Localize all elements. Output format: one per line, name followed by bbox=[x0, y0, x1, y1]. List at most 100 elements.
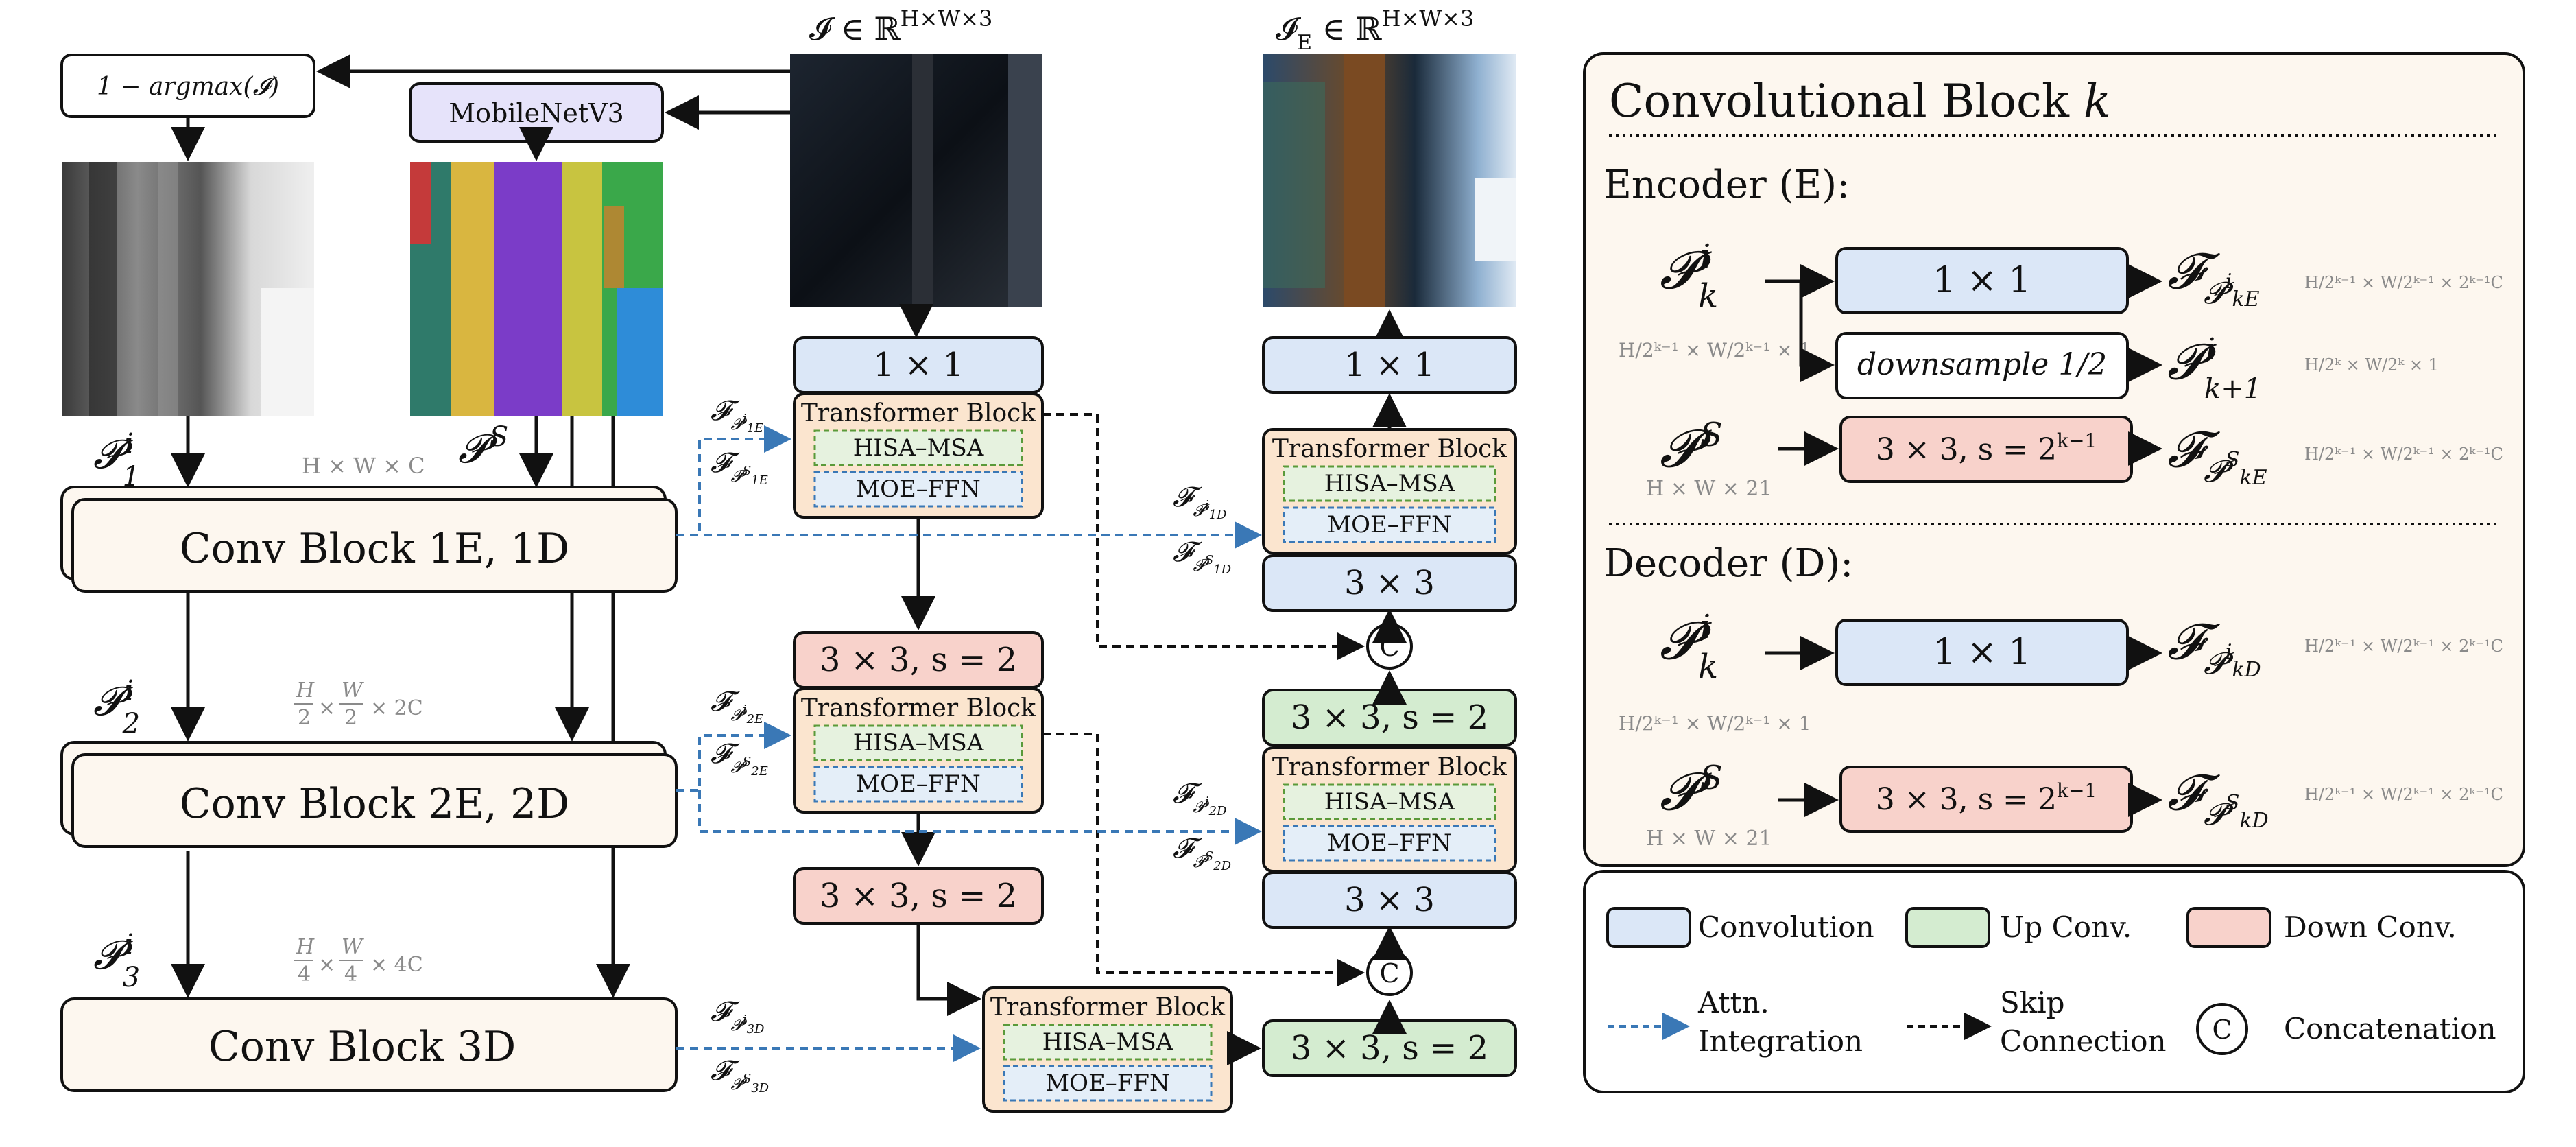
svg-text:𝓕𝓟S1D: 𝓕𝓟S1D bbox=[1173, 536, 1232, 577]
svg-text:𝓘 ∈ ℝH×W×3: 𝓘 ∈ ℝH×W×3 bbox=[809, 5, 992, 47]
enc-p-s-dims: H × W × 21 bbox=[1646, 477, 1772, 501]
svg-text:HISA–MSA: HISA–MSA bbox=[1042, 1028, 1173, 1056]
svg-text:2: 2 bbox=[298, 706, 311, 730]
encoder-down-conv-1-label: 3 × 3, s = 2 bbox=[820, 641, 1017, 679]
enc-conv-1x1-label: 1 × 1 bbox=[1933, 260, 2031, 301]
svg-text:MOE–FFN: MOE–FFN bbox=[1045, 1069, 1169, 1097]
decoder-conv-3x3-2-label: 3 × 3 bbox=[1344, 881, 1435, 919]
svg-text:𝓕𝓟i3D: 𝓕𝓟i3D bbox=[711, 996, 765, 1037]
enc-downsample bbox=[1835, 332, 2129, 399]
enc-p-k-dims: H/2ᵏ⁻¹ × W/2ᵏ⁻¹ × 1 bbox=[1619, 339, 1811, 362]
svg-text:Conv Block 2E, 2D: Conv Block 2E, 2D bbox=[180, 780, 569, 828]
svg-text:Conv Block 1E, 1D: Conv Block 1E, 1D bbox=[180, 525, 569, 573]
input-image bbox=[790, 54, 1042, 307]
mobilenet-label: MobileNetV3 bbox=[449, 98, 624, 128]
svg-text:Up Conv.: Up Conv. bbox=[2000, 910, 2132, 944]
svg-text:MOE–FFN: MOE–FFN bbox=[856, 475, 980, 503]
svg-text:C: C bbox=[2212, 1015, 2232, 1045]
encoder-transformer-2: Transformer Block HISA–MSA MOE–FFN bbox=[793, 687, 1044, 814]
svg-text:4: 4 bbox=[298, 962, 311, 986]
encoder-heading: Encoder (E): bbox=[1603, 163, 1850, 207]
svg-text:×: × bbox=[318, 953, 335, 977]
encoder-conv-1x1-label: 1 × 1 bbox=[873, 346, 964, 384]
svg-text:Concatenation: Concatenation bbox=[2284, 1012, 2496, 1045]
dec-p-k-dims: H/2ᵏ⁻¹ × W/2ᵏ⁻¹ × 1 bbox=[1619, 712, 1811, 735]
svg-text:𝓘E ∈ ℝH×W×3: 𝓘E ∈ ℝH×W×3 bbox=[1276, 5, 1474, 55]
enc-f-out-dims: H/2ᵏ⁻¹ × W/2ᵏ⁻¹ × 2ᵏ⁻¹C bbox=[2304, 273, 2503, 292]
svg-text:𝓟i2: 𝓟i2 bbox=[93, 675, 140, 740]
svg-text:4: 4 bbox=[344, 962, 357, 986]
dims-level-2: H 2 × W 2 × 2C bbox=[294, 678, 423, 730]
svg-text:𝓕𝓟i2E: 𝓕𝓟i2E bbox=[711, 686, 763, 726]
svg-text:W: W bbox=[342, 678, 364, 702]
svg-text:MOE–FFN: MOE–FFN bbox=[1327, 511, 1451, 539]
decoder-conv-1x1-label: 1 × 1 bbox=[1344, 346, 1435, 384]
decoder-transformer-1: Transformer Block HISA–MSA MOE–FFN bbox=[1262, 428, 1517, 554]
svg-text:2: 2 bbox=[344, 706, 357, 730]
svg-text:Conv Block 3D: Conv Block 3D bbox=[208, 1023, 516, 1071]
svg-text:𝓟i1: 𝓟i1 bbox=[93, 428, 140, 493]
svg-text:𝓕𝓟S2E: 𝓕𝓟S2E bbox=[711, 738, 768, 779]
segmentation-prior-image bbox=[410, 162, 663, 416]
svg-text:Transformer Block: Transformer Block bbox=[801, 399, 1036, 427]
dec-conv-stride-label: 3 × 3, s = 2k−1 bbox=[1876, 779, 2097, 817]
encoder-down-conv-2-label: 3 × 3, s = 2 bbox=[820, 877, 1017, 915]
dec-conv-1x1-label: 1 × 1 bbox=[1933, 632, 2031, 673]
decoder-conv-3x3-1-label: 3 × 3 bbox=[1344, 564, 1435, 602]
legend-attn-integration: Attn. Integration bbox=[1608, 986, 1863, 1058]
svg-text:Transformer Block: Transformer Block bbox=[990, 993, 1226, 1021]
legend-skip-connection: Skip Connection bbox=[1907, 986, 2167, 1058]
svg-text:C: C bbox=[1379, 632, 1399, 662]
dec-f-out-dims: H/2ᵏ⁻¹ × W/2ᵏ⁻¹ × 2ᵏ⁻¹C bbox=[2304, 637, 2503, 656]
svg-text:Integration: Integration bbox=[1698, 1024, 1863, 1058]
concat-2: C bbox=[1366, 949, 1413, 996]
svg-text:Transformer Block: Transformer Block bbox=[801, 694, 1036, 722]
svg-text:𝓟i3: 𝓟i3 bbox=[93, 929, 140, 993]
svg-text:Attn.: Attn. bbox=[1697, 986, 1769, 1019]
legend-convolution: Convolution bbox=[1606, 907, 1874, 948]
svg-text:Transformer Block: Transformer Block bbox=[1272, 753, 1507, 781]
svg-text:×: × bbox=[318, 696, 335, 720]
illumination-prior-image bbox=[62, 162, 314, 416]
encoder-transformer-1: Transformer Block HISA–MSA MOE–FFN bbox=[793, 392, 1044, 519]
legend-concatenation: C Concatenation bbox=[2196, 1003, 2496, 1055]
svg-text:𝓕𝓟i1E: 𝓕𝓟i1E bbox=[711, 395, 763, 436]
svg-text:HISA–MSA: HISA–MSA bbox=[1324, 788, 1455, 816]
dec-f-sem-dims: H/2ᵏ⁻¹ × W/2ᵏ⁻¹ × 2ᵏ⁻¹C bbox=[2304, 785, 2503, 804]
concat-1: C bbox=[1366, 623, 1413, 670]
svg-text:𝓟S: 𝓟S bbox=[458, 421, 508, 472]
conv-block-3: Conv Block 3D bbox=[60, 997, 678, 1092]
dec-p-s-dims: H × W × 21 bbox=[1646, 827, 1772, 851]
encoder-arrow-3 bbox=[916, 923, 981, 1016]
svg-text:𝓕𝓟S3D: 𝓕𝓟S3D bbox=[711, 1055, 770, 1096]
panel-title: Convolutional Block k bbox=[1609, 75, 2111, 128]
skip-connections bbox=[1042, 413, 1365, 986]
enc-conv-1x1 bbox=[1835, 247, 2129, 314]
svg-text:H: H bbox=[296, 678, 315, 702]
svg-text:C: C bbox=[1379, 958, 1399, 989]
legend-upconv: Up Conv. bbox=[1905, 907, 2132, 948]
decoder-up-conv-3-label: 3 × 3, s = 2 bbox=[1291, 1029, 1488, 1067]
svg-text:Down Conv.: Down Conv. bbox=[2284, 910, 2457, 944]
svg-text:HISA–MSA: HISA–MSA bbox=[853, 729, 984, 757]
svg-text:× 4C: × 4C bbox=[370, 953, 423, 977]
output-image-label: 𝓘E ∈ ℝH×W×3 bbox=[1276, 5, 1474, 55]
svg-text:HISA–MSA: HISA–MSA bbox=[853, 434, 984, 462]
svg-text:𝓕𝓟S1E: 𝓕𝓟S1E bbox=[711, 447, 768, 488]
svg-text:𝓕𝓟i1D: 𝓕𝓟i1D bbox=[1173, 482, 1227, 522]
svg-text:MOE–FFN: MOE–FFN bbox=[1327, 829, 1451, 857]
svg-text:Skip: Skip bbox=[2000, 986, 2065, 1019]
dims-level-3: H 4 × W 4 × 4C bbox=[294, 935, 423, 986]
decoder-conv-1x1 bbox=[1262, 336, 1517, 394]
conv-block-2: Conv Block 2E, 2D bbox=[60, 741, 678, 848]
decoder-conv-3x3-1 bbox=[1262, 554, 1517, 612]
decoder-transformer-2: Transformer Block HISA–MSA MOE–FFN bbox=[1262, 746, 1517, 873]
svg-text:Transformer Block: Transformer Block bbox=[1272, 435, 1507, 463]
legend-downconv: Down Conv. bbox=[2186, 907, 2457, 948]
bottleneck-transformer: Transformer Block HISA–MSA MOE–FFN bbox=[982, 986, 1233, 1113]
